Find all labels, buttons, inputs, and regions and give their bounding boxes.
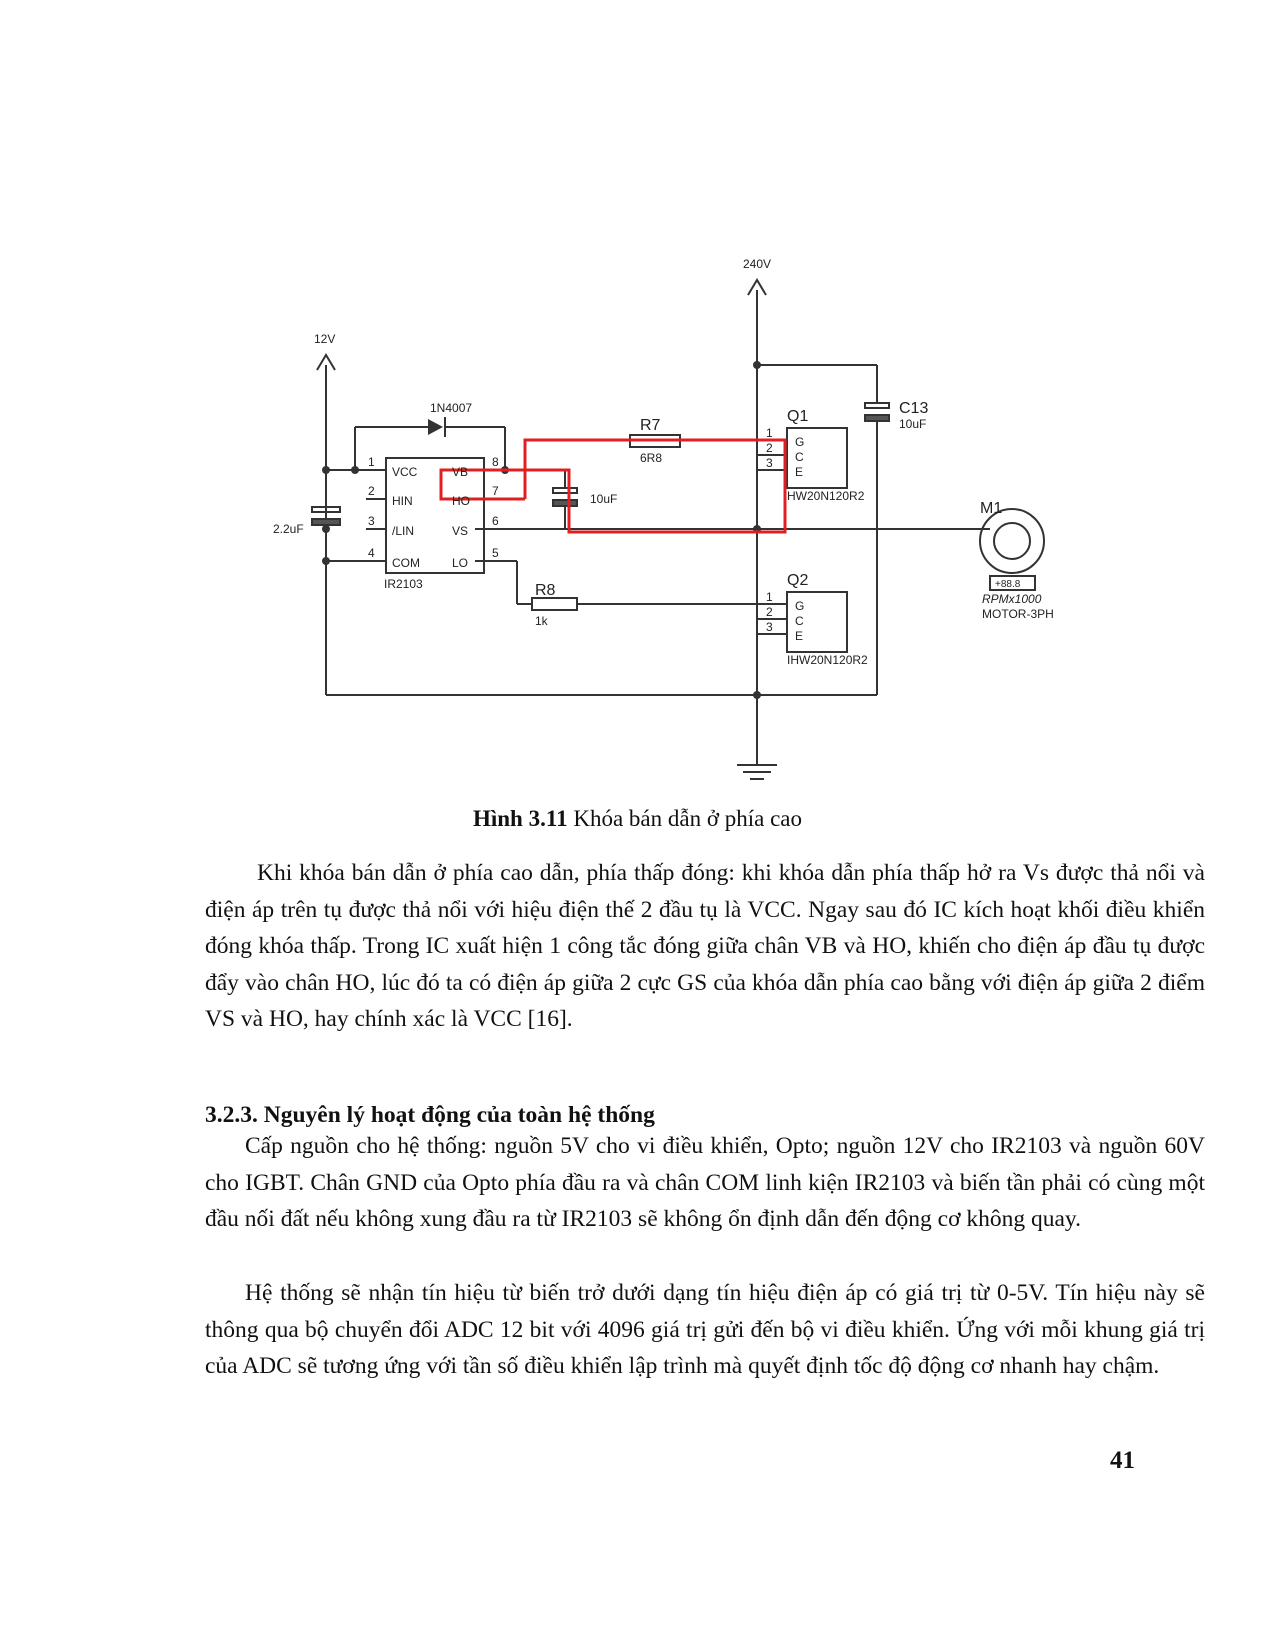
q1-pin-2: 2 bbox=[766, 441, 773, 455]
q1-pin-1: 1 bbox=[766, 426, 773, 440]
pin-num-8: 8 bbox=[492, 455, 499, 469]
q2-pin-3: 3 bbox=[766, 620, 773, 634]
pin-com: COM bbox=[392, 556, 420, 570]
label-12v: 12V bbox=[314, 332, 335, 346]
pin-num-4: 4 bbox=[368, 546, 375, 560]
label-q2-part: IHW20N120R2 bbox=[787, 653, 868, 667]
q2-e: E bbox=[795, 629, 803, 643]
label-ic-part: IR2103 bbox=[384, 577, 423, 591]
label-r7-value: 6R8 bbox=[640, 451, 662, 465]
label-c13: C13 bbox=[899, 400, 928, 417]
label-m1-display: +88.8 bbox=[995, 579, 1021, 590]
label-m1-part: MOTOR-3PH bbox=[982, 607, 1054, 621]
label-q1: Q1 bbox=[787, 408, 808, 425]
label-c13-value: 10uF bbox=[899, 417, 926, 431]
figure-caption: Hình 3.11 Khóa bán dẫn ở phía cao bbox=[0, 806, 1275, 832]
q1-c: C bbox=[795, 450, 804, 464]
label-q2: Q2 bbox=[787, 572, 808, 589]
label-m1-units: RPMx1000 bbox=[982, 592, 1042, 606]
label-r8-value: 1k bbox=[535, 614, 549, 628]
pin-num-7: 7 bbox=[492, 484, 499, 498]
pin-num-6: 6 bbox=[492, 514, 499, 528]
page-number: 41 bbox=[1110, 1447, 1135, 1474]
pin-vcc: VCC bbox=[392, 465, 418, 479]
pin-vb: VB bbox=[452, 465, 468, 479]
pin-num-2: 2 bbox=[368, 484, 375, 498]
pin-num-5: 5 bbox=[492, 546, 499, 560]
pin-lin: /LIN bbox=[392, 524, 414, 538]
highlight-loop bbox=[439, 438, 787, 534]
label-q1-part: HW20N120R2 bbox=[787, 489, 865, 503]
section-heading: 3.2.3. Nguyên lý hoạt động của toàn hệ t… bbox=[205, 1102, 655, 1128]
q2-g: G bbox=[795, 599, 804, 613]
q2-pin-2: 2 bbox=[766, 605, 773, 619]
q1-e: E bbox=[795, 465, 803, 479]
label-240v: 240V bbox=[743, 257, 771, 271]
paragraph-3: Hệ thống sẽ nhận tín hiệu từ biến trở dư… bbox=[205, 1280, 1205, 1379]
q2-pin-1: 1 bbox=[766, 590, 773, 604]
label-r8: R8 bbox=[535, 582, 556, 599]
pin-vs: VS bbox=[452, 524, 468, 538]
pin-num-1: 1 bbox=[368, 455, 375, 469]
pin-num-3: 3 bbox=[368, 514, 375, 528]
label-c-boot-value: 10uF bbox=[590, 492, 617, 506]
caption-label: Hình 3.11 bbox=[472, 806, 568, 831]
label-m1: M1 bbox=[980, 500, 1002, 517]
paragraph-1: Khi khóa bán dẫn ở phía cao dẫn, phía th… bbox=[205, 860, 1205, 1032]
pin-hin: HIN bbox=[392, 494, 413, 508]
q2-c: C bbox=[795, 614, 804, 628]
label-c-in-value: 2.2uF bbox=[273, 522, 304, 536]
caption-text: Khóa bán dẫn ở phía cao bbox=[567, 806, 803, 831]
pin-ho: HO bbox=[452, 494, 470, 508]
label-r7: R7 bbox=[640, 417, 661, 434]
q1-g: G bbox=[795, 435, 804, 449]
label-diode: 1N4007 bbox=[430, 401, 472, 415]
pin-lo: LO bbox=[452, 556, 468, 570]
circuit-diagram: 240V 12V 1N4007 R7 6R8 R8 1k C13 10uF 10… bbox=[273, 257, 1054, 780]
paragraph-2: Cấp nguồn cho hệ thống: nguồn 5V cho vi … bbox=[205, 1133, 1205, 1232]
q1-pin-3: 3 bbox=[766, 456, 773, 470]
